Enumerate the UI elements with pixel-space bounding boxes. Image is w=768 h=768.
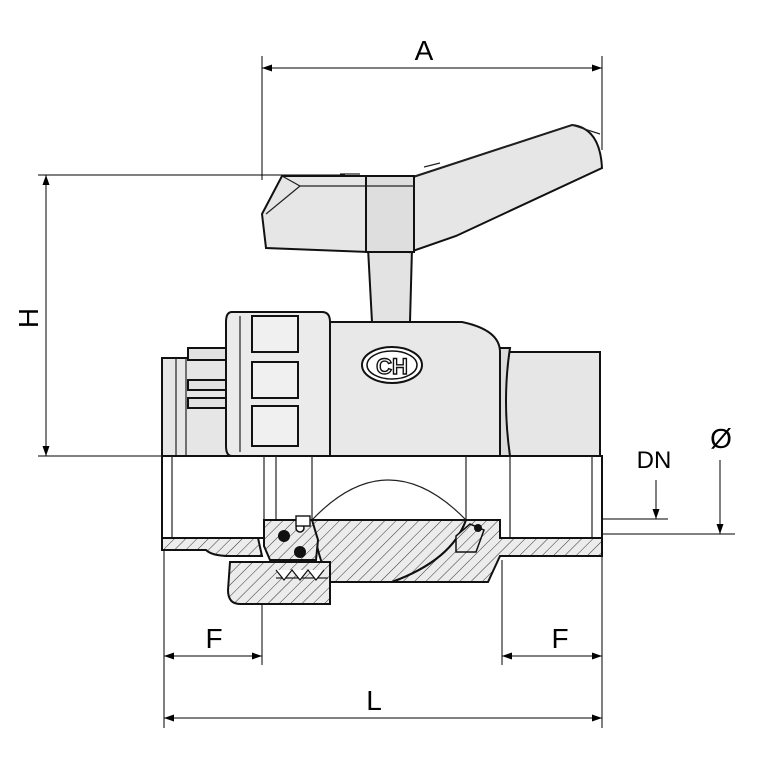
valve-body xyxy=(161,311,601,457)
label-a: A xyxy=(415,35,434,66)
label-l: L xyxy=(366,685,382,716)
dimension-labels: A H DN Ø F F L xyxy=(13,35,732,716)
label-f-left: F xyxy=(205,623,222,654)
o-ring xyxy=(294,546,306,558)
logo-text: CH xyxy=(376,354,408,379)
section-view xyxy=(161,455,603,605)
label-h: H xyxy=(13,308,44,328)
o-ring xyxy=(278,530,290,542)
valve-handle xyxy=(260,123,604,323)
label-dn: DN xyxy=(637,447,672,474)
label-f-right: F xyxy=(551,623,568,654)
ch-logo: CH xyxy=(361,346,423,384)
label-diameter: Ø xyxy=(710,423,732,454)
